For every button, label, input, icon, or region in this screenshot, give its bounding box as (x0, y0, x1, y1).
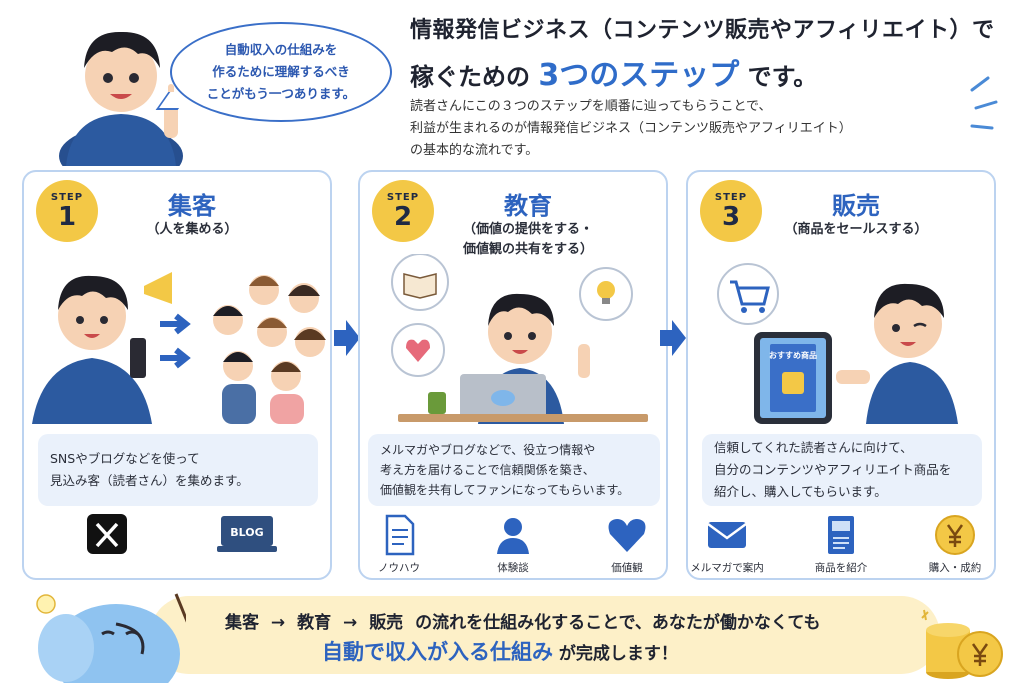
arrow-right-icon (660, 320, 686, 356)
blog-icon-label: BLOG (230, 526, 263, 539)
banner-text: が完成します！ (558, 644, 678, 664)
elephant-mascot-illustration (36, 593, 186, 683)
step-badge: STEP 1 (36, 180, 98, 242)
speech-bubble: 自動収入の仕組みを 作るために理解するべき ことがもう一つあります。 (170, 22, 392, 122)
icon-label: メルマガで案内 (690, 562, 764, 574)
desc-line: 信頼してくれた読者さんに向けて、 (714, 440, 913, 455)
step-card-1: STEP 1 集客 （人を集める） SNSやブログなどを使って 見込み客（読者さ… (22, 170, 332, 580)
document-icon: ノウハウ (360, 514, 438, 576)
step-subtitle: （商品をセールスする） (688, 220, 994, 240)
step-icon-row: ノウハウ 体験談 価値観 (360, 514, 666, 576)
step-card-3: STEP 3 販売 （商品をセールスする） おすすめ商品 信頼してくれた読者さん… (686, 170, 996, 580)
book-icon: 商品を紹介 (802, 514, 880, 576)
step-icon-row: BLOG (24, 514, 330, 576)
intro-line: の基本的な流れです。 (410, 143, 539, 158)
heart-icon: 価値観 (588, 514, 666, 576)
intro-line: 利益が生まれるのが情報発信ビジネス（コンテンツ販売やアフィリエイト） (410, 121, 852, 136)
banner-highlight: 自動で収入が入る仕組み (322, 640, 553, 664)
bubble-line: 自動収入の仕組みを (224, 42, 338, 57)
step-badge-label: STEP (386, 191, 420, 203)
step-badge-label: STEP (714, 191, 748, 203)
page-title-line1: 情報発信ビジネス（コンテンツ販売やアフィリエイト）で (410, 18, 995, 43)
step-number: 2 (393, 201, 413, 232)
banner-text: の流れを仕組み化することで、あなたが働かなくても (415, 613, 821, 633)
bubble-line: ことがもう一つあります。 (206, 86, 356, 101)
flow-step: 販売 (369, 613, 404, 633)
icon-label: 価値観 (611, 562, 643, 574)
education-illustration (391, 254, 648, 424)
step-description: 信頼してくれた読者さんに向けて、 自分のコンテンツやアフィリエイト商品を 紹介し… (702, 434, 982, 506)
blog-icon: BLOG (207, 514, 287, 576)
intro-text: 読者さんにこの３つのステップを順番に辿ってもらうことで、 利益が生まれるのが情報… (410, 96, 950, 162)
flow-step: 教育 (297, 613, 332, 633)
step-title: 教育 (504, 192, 552, 220)
icon-label: 購入・成約 (928, 562, 982, 574)
desc-line: メルマガやブログなどで、役立つ情報や (380, 443, 596, 457)
step-subtitle: （人を集める） (24, 220, 330, 240)
icon-label: 体験談 (497, 562, 529, 574)
step-title: 販売 (832, 192, 880, 220)
banner-line-2: 自動で収入が入る仕組み が完成します！ (322, 636, 678, 666)
bubble-line: 作るために理解するべき (212, 64, 350, 79)
x-logo-icon (67, 514, 147, 576)
flow-arrow: → (270, 613, 286, 633)
desc-line: 自分のコンテンツやアフィリエイト商品を (714, 462, 952, 477)
step-subtitle-line: （商品をセールスする） (784, 222, 928, 237)
title-post: です。 (747, 63, 818, 91)
step-badge: STEP 2 (372, 180, 434, 242)
flow-step: 集客 (225, 613, 259, 633)
yen-coin-icon: 購入・成約 (916, 514, 994, 576)
step-subtitle-line: 価値観の共有をする） (462, 242, 593, 257)
step-subtitle-line: （人を集める） (146, 222, 238, 237)
step-badge-label: STEP (50, 191, 84, 203)
intro-line: 読者さんにこの３つのステップを順番に辿ってもらうことで、 (410, 99, 772, 114)
step-subtitle: （価値の提供をする・ 価値観の共有をする） (360, 220, 666, 260)
desc-line: 紹介し、購入してもらいます。 (714, 484, 887, 499)
flow-arrow: → (343, 613, 358, 633)
title-pre: 稼ぐための (410, 63, 530, 91)
desc-line: SNSやブログなどを使って (50, 451, 200, 466)
sales-illustration: おすすめ商品 (717, 263, 958, 424)
step-icon-row: メルマガで案内 商品を紹介 購入・成約 (688, 514, 994, 576)
person-icon: 体験談 (474, 514, 552, 576)
mail-icon: メルマガで案内 (688, 514, 766, 576)
tablet-book-title: おすすめ商品 (769, 350, 817, 360)
desc-line: 価値観を共有してファンになってもらいます。 (380, 483, 630, 497)
sparkle-lines-icon (970, 76, 998, 130)
step-badge: STEP 3 (700, 180, 762, 242)
icon-label: 商品を紹介 (814, 562, 868, 574)
step-card-2: STEP 2 教育 （価値の提供をする・ 価値観の共有をする） メルマガやブログ… (358, 170, 668, 580)
step-title: 集客 (168, 192, 216, 220)
arrow-right-icon (334, 320, 360, 356)
banner-line-1: 集客 → 教育 → 販売 の流れを仕組み化することで、あなたが働かなくても (225, 608, 821, 633)
page-title-line2: 稼ぐための 3つのステップ です。 (410, 50, 817, 94)
coin-stack-icon (921, 609, 1003, 679)
desc-line: 見込み客（読者さん）を集めます。 (50, 473, 249, 488)
icon-label: ノウハウ (378, 562, 420, 574)
step-description: メルマガやブログなどで、役立つ情報や 考え方を届けることで信頼関係を築き、 価値… (368, 434, 660, 506)
step-subtitle-line: （価値の提供をする・ (462, 222, 593, 237)
title-highlight: 3つのステップ (538, 58, 740, 93)
step-number: 1 (57, 201, 77, 232)
attract-customers-illustration (32, 272, 326, 424)
summary-banner (150, 596, 940, 674)
desc-line: 考え方を届けることで信頼関係を築き、 (380, 463, 595, 477)
step-number: 3 (721, 201, 741, 232)
step-description: SNSやブログなどを使って 見込み客（読者さん）を集めます。 (38, 434, 318, 506)
